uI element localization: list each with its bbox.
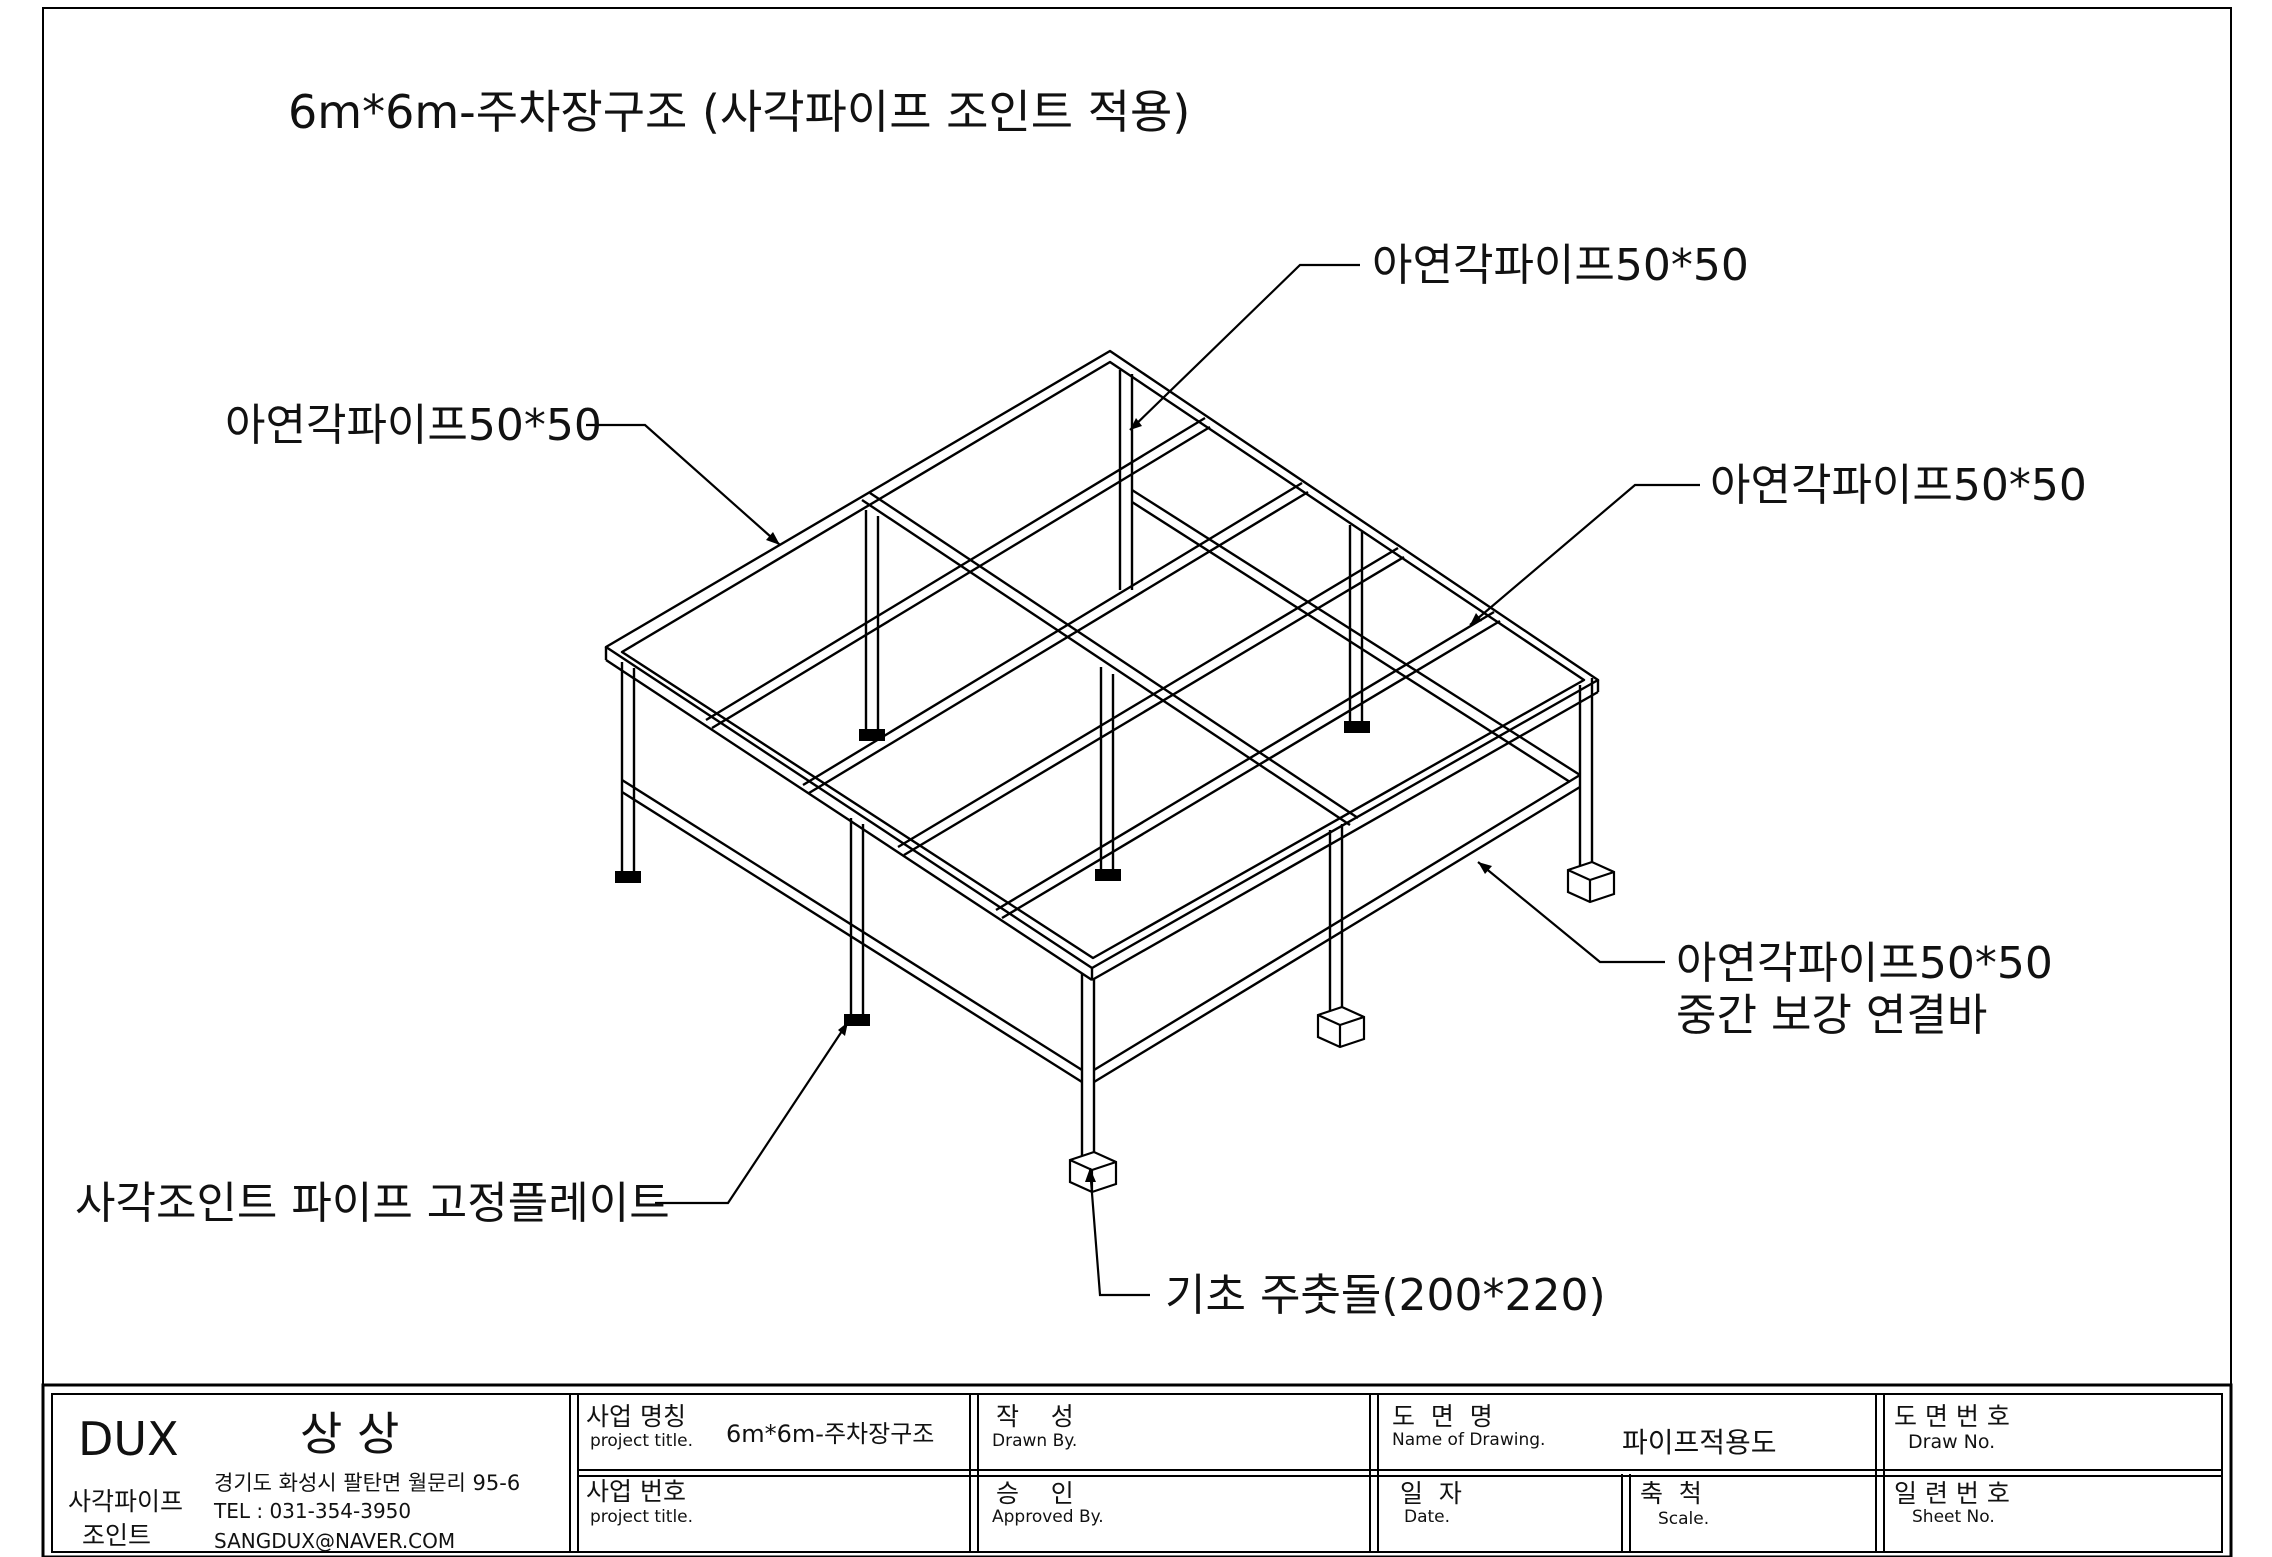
project-no-label: 사업 번호 [586,1477,686,1506]
purlin-3 [897,546,1399,849]
project-name-value: 6m*6m-주차장구조 [726,1420,934,1448]
leader-arrowheads [766,418,1492,1182]
project-no-label-en: project title. [590,1507,693,1527]
footings [615,721,1370,1026]
callout-foundation-stone: 기초 주춧돌(200*220) [1165,1270,1606,1321]
roof-perimeter-inner [620,360,1586,960]
company-tel: TEL : 031-354-3950 [213,1499,411,1523]
callout-right-pipe: 아연각파이프50*50 [1710,460,2087,511]
rafter-1 [861,499,1351,826]
date-label: 일 자 [1400,1479,1462,1508]
callout-top-pipe: 아연각파이프50*50 [1372,240,1749,291]
drawing-name-label-en: Name of Drawing. [1392,1430,1545,1450]
product-line-2: 조인트 [82,1521,151,1550]
callout-reinforcement-bar: 중간 보강 연결바 [1676,990,1987,1041]
company-email: SANGDUX@NAVER.COM [214,1529,455,1553]
project-name-label-en: project title. [590,1431,693,1451]
drawn-by-label: 작 성 [996,1402,1074,1431]
approved-by-label-en: Approved By. [992,1507,1104,1527]
company-address: 경기도 화성시 팔탄면 월문리 95-6 [214,1471,520,1495]
purlin-1 [705,416,1206,722]
date-label-en: Date. [1404,1507,1450,1527]
foundation-stone [1316,1005,1366,1049]
base-plate [844,1014,870,1026]
title-block [41,1383,2233,1557]
callout-left-pipe: 아연각파이프50*50 [225,400,602,451]
rail-left [621,778,1083,1072]
base-plate [1344,721,1370,733]
base-plate [859,729,885,741]
rail-back [1131,488,1581,777]
callout-fixing-plate: 사각조인트 파이프 고정플레이트 [75,1178,670,1229]
project-name-label: 사업 명칭 [586,1402,686,1431]
rail-right [1093,773,1581,1072]
scale-label-en: Scale. [1658,1509,1709,1529]
company-brand: DUX [78,1412,179,1466]
drawing-title: 6m*6m-주차장구조 (사각파이프 조인트 적용) [288,85,1190,139]
purlin-4 [995,610,1495,912]
sheet-no-label-en: Sheet No. [1912,1507,1995,1527]
sheet-border [42,7,2232,1557]
base-plate [615,871,641,883]
approved-by-label: 승 인 [996,1479,1074,1508]
drawing-no-label: 도 면 번 호 [1894,1402,2010,1431]
purlin-2 [802,481,1303,787]
pipe-frame [604,349,1600,1160]
foundation-stone [1068,1150,1118,1194]
drawing-name-label: 도 면 명 [1392,1402,1493,1431]
callout-bottom-right-pipe: 아연각파이프50*50 [1676,938,2053,989]
drawing-no-label-en: Draw No. [1908,1431,1995,1453]
product-line-1: 사각파이프 [68,1487,183,1516]
drawn-by-label-en: Drawn By. [992,1431,1077,1451]
drawing-name-value: 파이프적용도 [1622,1426,1777,1459]
base-plate [1095,869,1121,881]
scale-label: 축 척 [1640,1479,1702,1508]
sheet-no-label: 일 련 번 호 [1894,1479,2010,1508]
company-name: 상 상 [300,1407,399,1461]
leader-lines [586,263,1700,1297]
foundation-stone [1566,860,1616,904]
